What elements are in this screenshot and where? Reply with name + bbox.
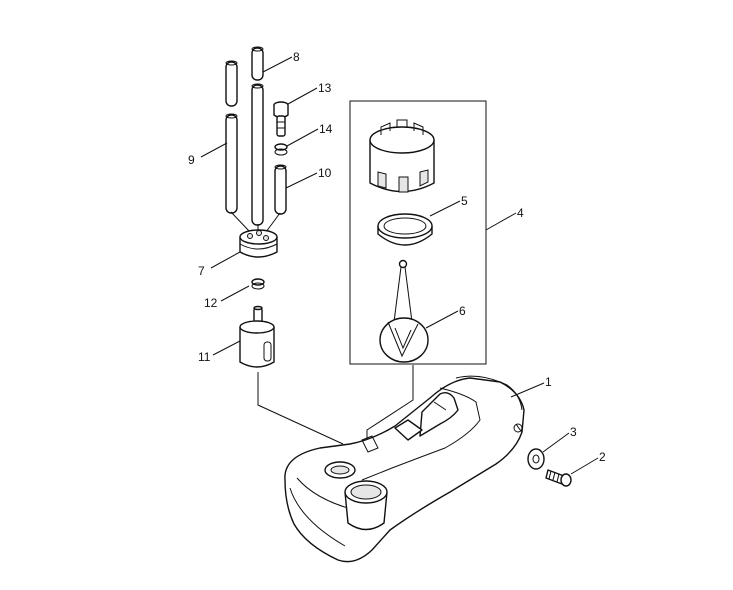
callout-3: 3 <box>570 425 577 439</box>
washer-3 <box>527 448 545 470</box>
callout-7: 7 <box>198 264 205 278</box>
callout-8: 8 <box>293 50 300 64</box>
callout-9: 9 <box>188 153 195 167</box>
fuel-line-9 <box>225 60 238 214</box>
callout-4: 4 <box>517 206 524 220</box>
callout-14: 14 <box>319 122 333 136</box>
fuel-tank-1 <box>284 375 525 563</box>
callout-5: 5 <box>461 194 468 208</box>
leader-lines <box>200 56 599 475</box>
callout-1: 1 <box>545 375 552 389</box>
fuel-cap <box>369 119 435 193</box>
fuel-filter-11 <box>239 305 275 368</box>
grommet-7 <box>239 229 278 258</box>
callout-6: 6 <box>459 304 466 318</box>
strainer-6 <box>379 259 429 363</box>
screw-2 <box>545 469 572 487</box>
breather-13 <box>273 101 289 137</box>
callout-2: 2 <box>599 450 606 464</box>
callout-13: 13 <box>318 81 332 95</box>
callout-12: 12 <box>204 296 218 310</box>
callout-11: 11 <box>198 350 211 364</box>
filter-pickup-line <box>257 372 344 445</box>
gasket-5 <box>377 213 433 246</box>
cap-assembly-box-4 <box>349 100 487 365</box>
fuel-line-8 <box>251 46 264 226</box>
callout-10: 10 <box>318 166 332 180</box>
ring-12 <box>251 278 265 290</box>
fuel-line-10 <box>274 164 287 215</box>
o-ring-14 <box>274 143 288 156</box>
